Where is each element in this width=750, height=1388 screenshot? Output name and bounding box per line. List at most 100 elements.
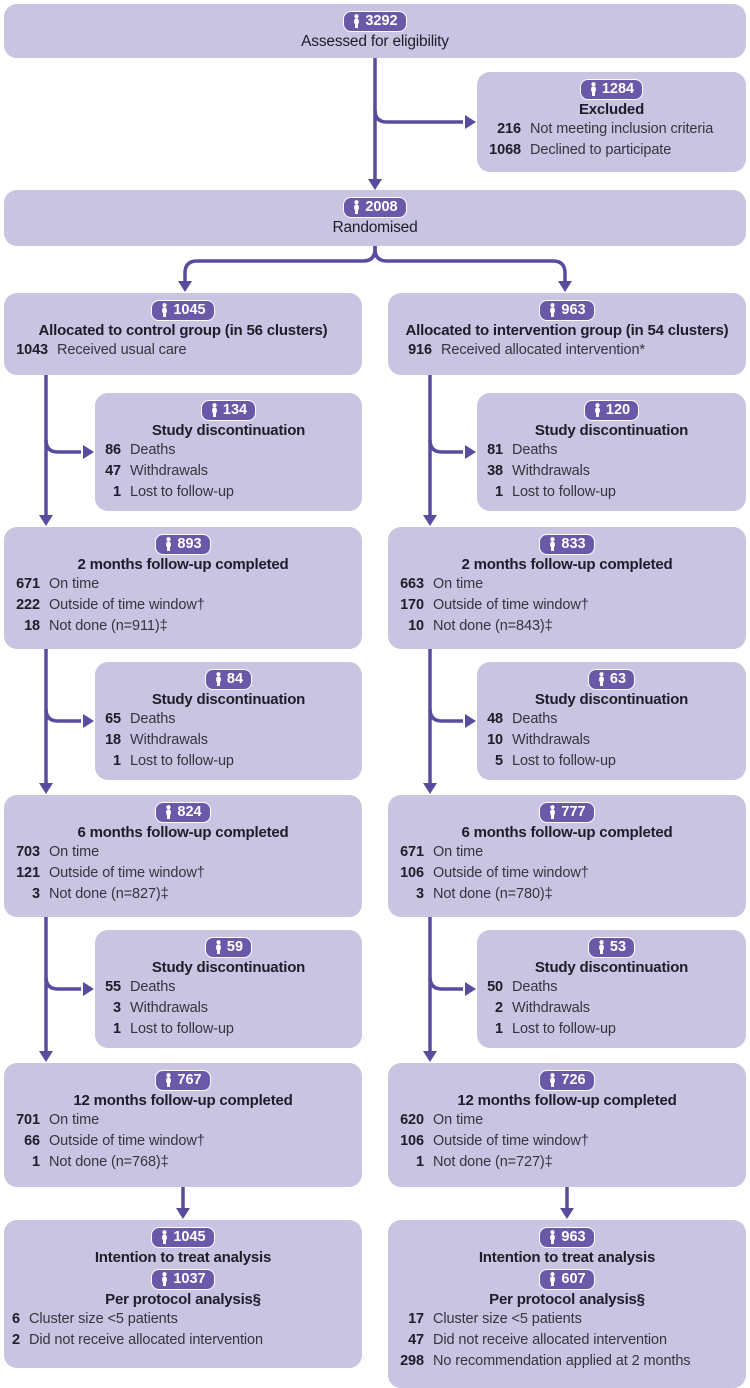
box-randomised: 2008 Randomised (4, 190, 746, 246)
itt-title: Intention to treat analysis (94, 1249, 272, 1266)
stat-number: 663 (400, 576, 424, 592)
stat-number: 106 (400, 1133, 424, 1149)
stat-label: Deaths (130, 442, 176, 458)
stat-label: Lost to follow-up (512, 484, 616, 500)
count-value: 833 (561, 536, 586, 552)
stat-label: Lost to follow-up (130, 1021, 234, 1037)
connector-intervention-branch-disc2 (428, 708, 463, 723)
stat-label: On time (49, 576, 100, 592)
stat-number: 55 (105, 979, 121, 995)
stat-label: Deaths (512, 711, 558, 727)
arrowhead-to-intervention (558, 281, 572, 292)
count-badge: 84 (204, 669, 253, 690)
person-icon (550, 805, 556, 819)
arrowhead-control-analysis (176, 1208, 190, 1219)
person-icon (550, 1073, 556, 1087)
stat-label: Not done (n=727)‡ (433, 1154, 553, 1170)
stat-number: 2 (12, 1332, 20, 1348)
box-intervention-allocation: 963 Allocated to intervention group (in … (388, 293, 746, 375)
stat-label: Not done (n=780)‡ (433, 886, 553, 902)
box-assessed: 3292 Assessed for eligibility (4, 4, 746, 58)
box-title: Study discontinuation (534, 959, 689, 976)
person-icon (590, 82, 596, 96)
count-value: 726 (561, 1072, 586, 1088)
itt-title: Intention to treat analysis (478, 1249, 656, 1266)
count-value: 963 (561, 302, 586, 318)
box-title: Allocated to control group (in 56 cluste… (38, 322, 328, 339)
person-icon (595, 403, 600, 417)
stat-row: 106 Outside of time window† (392, 1131, 746, 1152)
count-value: 63 (609, 671, 627, 687)
stat-number: 50 (487, 979, 503, 995)
stat-number: 86 (105, 442, 121, 458)
arrowhead-control-disc1 (83, 445, 94, 459)
connector-to-excluded (373, 109, 463, 124)
stat-label: Not done (n=827)‡ (49, 886, 169, 902)
person-icon (166, 537, 172, 551)
stat-number: 170 (400, 597, 424, 613)
count-value: 824 (177, 804, 202, 820)
stat-label: On time (49, 1112, 100, 1128)
box-title: 6 months follow-up completed (461, 824, 673, 841)
person-icon (212, 403, 217, 417)
pp-count-badge: 607 (539, 1269, 595, 1290)
stat-number: 38 (487, 463, 503, 479)
stat-label: Outside of time window† (433, 1133, 589, 1149)
connector-control-branch-disc3 (44, 976, 81, 991)
stat-number: 671 (16, 576, 40, 592)
stat-number: 1 (416, 1154, 424, 1170)
count-badge: 1284 (579, 79, 644, 100)
stat-label: Deaths (130, 711, 176, 727)
stat-number: 1068 (489, 142, 521, 158)
count-value: 893 (177, 536, 202, 552)
count-value: 777 (561, 804, 586, 820)
count-value: 607 (561, 1271, 586, 1287)
stat-number: 3 (113, 1000, 121, 1016)
count-value: 134 (222, 402, 248, 418)
connector-split-left (183, 246, 377, 282)
box-title: Study discontinuation (151, 691, 306, 708)
box-control-allocation: 1045 Allocated to control group (in 56 c… (4, 293, 362, 375)
connector-control-branch-disc1 (44, 439, 81, 454)
stat-number: 1 (113, 753, 121, 769)
person-icon (599, 672, 604, 686)
pp-count-badge: 1037 (151, 1269, 215, 1290)
count-value: 1284 (601, 81, 635, 97)
stat-label: Outside of time window† (49, 597, 205, 613)
stat-label: Withdrawals (130, 732, 208, 748)
stat-label: Received allocated intervention* (441, 342, 645, 358)
count-value: 1045 (173, 302, 206, 318)
stat-number: 5 (495, 753, 503, 769)
box-title: Study discontinuation (534, 422, 689, 439)
person-icon (162, 303, 168, 317)
stat-number: 18 (24, 618, 40, 634)
